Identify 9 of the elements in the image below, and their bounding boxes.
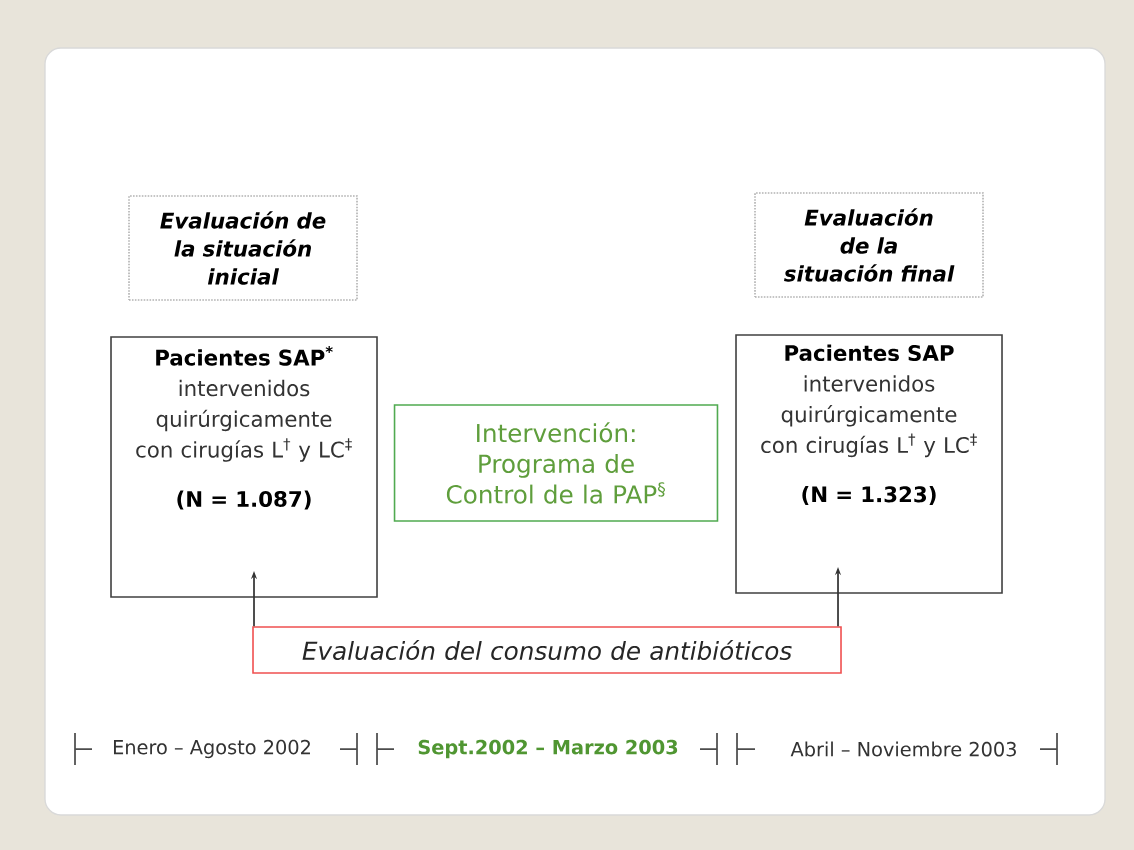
heading-box: Evaluación de la situación inicial [128,195,358,301]
patients-box: Pacientes SAP intervenidos quirúrgicamente con cirugías L$^{†}$ y LC$^{‡}$ (N = 1.323) [735,334,1003,594]
patients-box: Pacientes SAP$^{*}$ intervenidos quirúrgicamente con cirugías L$^{†}$ y LC$^{‡}$ (N = 1.087) [110,336,378,598]
evaluation-box: Evaluación del consumo de antibióticos [252,626,842,674]
period-label: Enero – Agosto 2002 [114,739,310,759]
period-label: Sept.2002 – Marzo 2003 [418,739,678,759]
heading-box: Evaluación de la situación final [754,192,984,298]
intervention-box: Intervención: Programa de Control de la PAP$^{§}$ [393,404,719,522]
period-label: Abril – Noviembre 2003 [790,741,1016,757]
